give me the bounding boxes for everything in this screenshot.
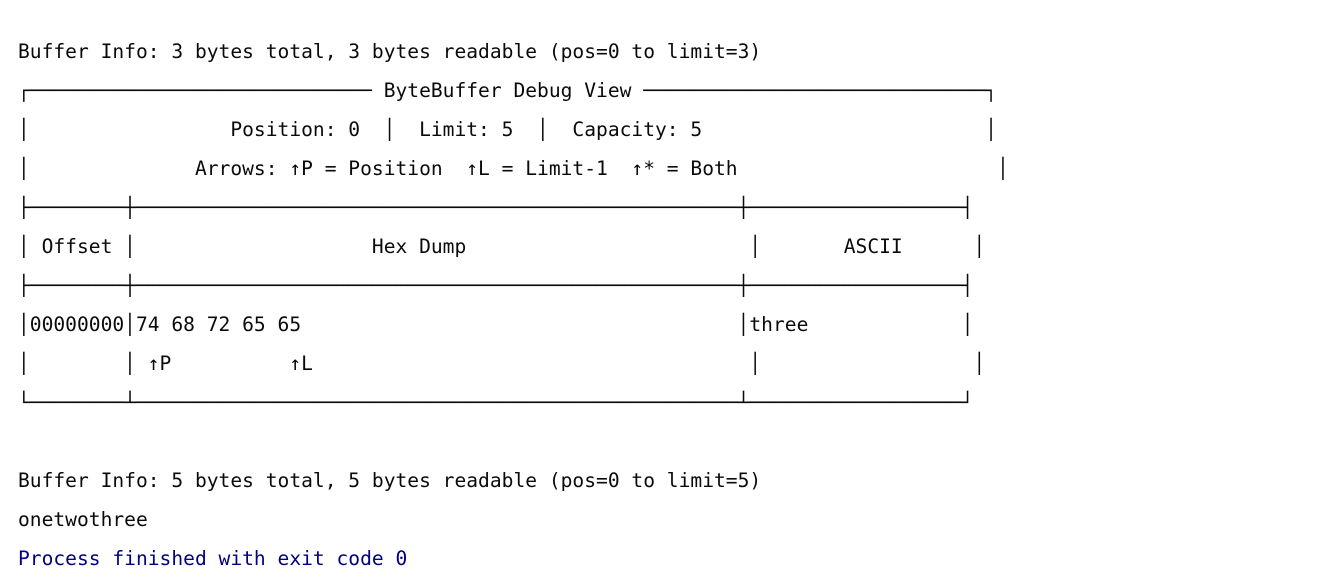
- arrow-marker-row: │ │ ↑P ↑L │ │: [18, 352, 986, 375]
- buffer-state-line: │ Position: 0 │ Limit: 5 │ Capacity: 5 │: [18, 118, 998, 141]
- spacer-line-1: [18, 422, 1328, 461]
- arrows-legend-line: │ Arrows: ↑P = Position ↑L = Limit-1 ↑* …: [18, 157, 1009, 180]
- buffer-info-line-1: Buffer Info: 3 bytes total, 3 bytes read…: [18, 40, 762, 63]
- console-output-panel[interactable]: Buffer Info: 3 bytes total, 3 bytes read…: [18, 32, 1328, 578]
- decoded-string-line: onetwothree: [18, 508, 148, 531]
- table-top-rule: ├────────┼──────────────────────────────…: [18, 196, 974, 219]
- table-header-rule: ├────────┼──────────────────────────────…: [18, 274, 974, 297]
- buffer-info-line-2: Buffer Info: 5 bytes total, 5 bytes read…: [18, 469, 762, 492]
- hex-dump-row: │00000000│74 68 72 65 65 │three │: [18, 313, 974, 336]
- table-bottom-rule: └────────┴──────────────────────────────…: [18, 391, 974, 414]
- table-header-row: │ Offset │ Hex Dump │ ASCII │: [18, 235, 986, 258]
- process-exit-line: Process finished with exit code 0: [18, 547, 408, 570]
- debug-view-top-border: ┌───────────────────────────── ByteBuffe…: [18, 79, 998, 102]
